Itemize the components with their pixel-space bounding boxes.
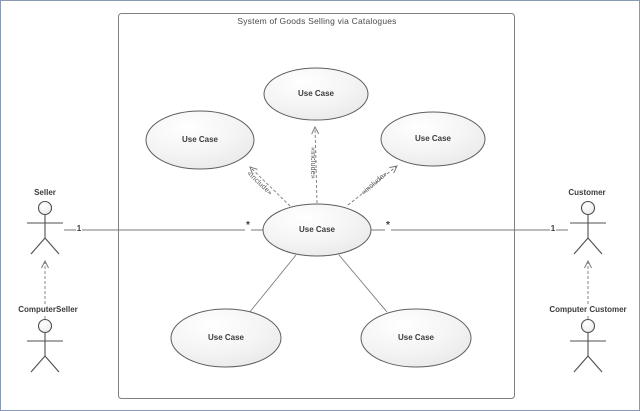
actor-figure-seller[interactable]: [27, 200, 63, 255]
association-lines: [64, 229, 568, 314]
include-arrow-right[interactable]: [347, 165, 398, 206]
include-arrow-left[interactable]: [249, 166, 291, 207]
actor-figure-computer-customer[interactable]: [570, 318, 606, 373]
actor-figure-customer[interactable]: [570, 200, 606, 255]
use-case-ellipse-center[interactable]: [262, 203, 372, 257]
actor-shapes: [27, 200, 606, 373]
use-case-ellipse-bottom-right[interactable]: [360, 308, 472, 368]
use-case-ellipse-upper-left[interactable]: [145, 110, 255, 170]
use-case-ellipse-upper-right[interactable]: [380, 111, 486, 167]
dashed-arrows: [41, 125, 592, 319]
association-center-bottom-right[interactable]: [338, 254, 388, 313]
association-center-bottom-left[interactable]: [248, 254, 297, 314]
use-case-shapes: [145, 67, 486, 368]
include-arrow-middle[interactable]: [311, 125, 320, 204]
system-boundary[interactable]: [118, 13, 515, 399]
use-case-ellipse-top-center[interactable]: [263, 67, 369, 121]
use-case-ellipse-bottom-left[interactable]: [170, 308, 282, 368]
actor-figure-computer-seller[interactable]: [27, 318, 63, 373]
